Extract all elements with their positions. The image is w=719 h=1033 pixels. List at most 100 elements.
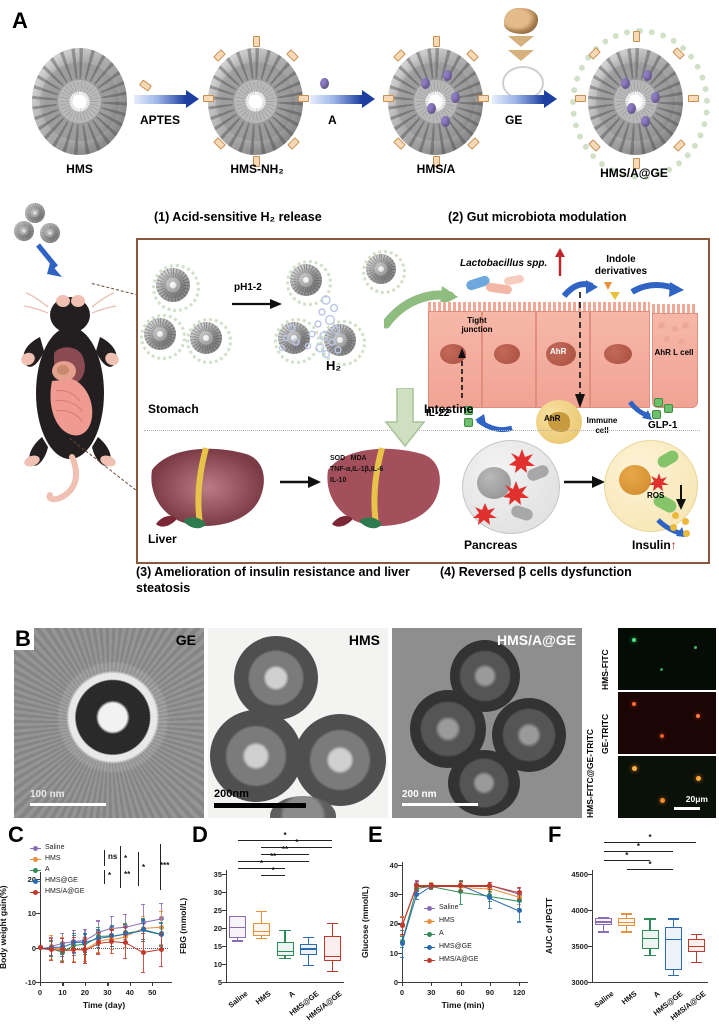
significance-bar [261,854,309,856]
systemic-arrow-icon [384,388,426,448]
whisker-lower [603,924,605,932]
error-bar-cap [517,898,522,900]
y-tick [398,952,402,954]
nanoparticle-hms-nh2 [208,48,303,155]
whisker-lower [284,955,286,959]
arrow-aptes-head [186,90,199,108]
y-tick [222,982,226,984]
y-tick-label: 10 [27,909,36,919]
panel-b-microscopy: B GE 100 nm HMS 200nm HMS/A@GE 200 nm HM… [0,622,719,820]
tem-scalebar-label-hms: 200nm [214,788,249,800]
error-bar-cap [159,965,164,967]
x-axis [402,982,528,984]
data-point [516,890,522,896]
error-bar-cap [96,920,101,922]
error-bar-cap [82,936,87,938]
error-bar-cap [159,902,164,905]
whisker-cap-lower [667,974,679,976]
significance-star: ** [270,852,277,861]
nanoparticle-hms-a [388,48,483,155]
median-line [323,955,341,958]
median-line [252,930,270,933]
legend-label: A [439,930,444,937]
whisker-cap-upper [667,918,679,920]
panel-a-synthesis-scheme: A HMS APTES HMS-NH₂ A [0,0,719,195]
error-bar-cap [82,932,87,934]
whisker-lower [649,949,651,956]
y-tick [398,894,402,896]
liver-marker-cytokines: TNF-α,IL-1β,IL-6 [330,465,384,473]
panel-a-letter: A [12,8,28,33]
stomach-label: Stomach [148,402,199,416]
whisker-cap-lower [279,958,291,960]
legend-marker [427,919,432,924]
error-bar-cap [487,888,492,891]
liver-after-icon [327,447,440,529]
y-tick [36,913,40,915]
error-bar-cap [141,916,146,918]
significance-star: * [283,831,287,840]
panel-d-letter: D [192,822,208,847]
lactobacillus-label: Lactobacillus spp. [460,258,548,269]
error-bar-cap [458,889,463,891]
legend-marker [33,857,38,862]
liver-marker-mda: MDA [350,455,367,462]
error-bar-cap [159,922,164,924]
error-bar-cap [49,937,54,939]
error-bar-cap [109,926,114,928]
error-bar-cap [159,923,164,925]
median-line [664,938,682,941]
y-tick-label: 35 [213,869,222,879]
error-bar-cap [414,889,419,891]
error-bar-cap [400,916,404,918]
y-tick [588,982,592,984]
tight-junction-label: Tight junction [461,316,493,335]
x-tick-label: 30 [103,988,112,997]
error-bar-cap [400,934,404,936]
y-tick-label: 4500 [571,869,588,879]
whisker-lower [308,954,310,965]
arrow-label-a: A [328,113,337,127]
mechanism-section-1-title: (1) Acid-sensitive H₂ release [154,210,322,224]
fluor-row-label-hms-fitc: HMS-FITC [600,649,610,690]
error-bar-cap [49,960,54,962]
x-tick [62,982,64,986]
mechanism-section-2-title: (2) Gut microbiota modulation [448,210,627,224]
data-point [140,926,146,932]
whisker-lower [331,961,333,972]
beta-cell-damaged-icon [462,440,560,534]
y-tick-label: 0 [393,978,398,987]
particle-label-hms-a-ge: HMS/A@GE [600,166,668,180]
whisker-cap-upper [690,934,703,936]
x-tick-label: 90 [485,988,494,997]
whisker-lower [626,925,628,932]
whisker-cap-lower [232,940,244,942]
error-bar-cap [96,932,101,934]
tem-image-hms: HMS 200nm [208,628,388,818]
legend-label: HMS [439,917,455,924]
significance-bar [237,840,333,842]
significance-star: ** [124,870,131,879]
fluor-image-merge: 20μm [618,756,716,818]
liver-marker-sod: SOD [330,455,346,462]
arrow-aptes [134,95,186,104]
mechanism-overview: (1) Acid-sensitive H₂ release (2) Gut mi… [0,195,719,620]
data-point [158,946,164,952]
x-tick-label: 20 [80,988,90,997]
legend-marker [427,932,432,937]
fluor-row-label-ge-tritc: GE-TRITC [600,713,610,754]
data-point [399,923,405,928]
arrow-label-ge: GE [505,113,523,127]
tem-label-hms-a-ge: HMS/A@GE [497,632,576,648]
y-tick-label: 3000 [571,978,588,987]
error-bar-cap [141,932,146,934]
significance-bar [603,851,674,853]
beta-cell-recovered-icon: ROS [604,440,698,532]
legend-marker [33,868,38,873]
ahr-lcell-label: AhR L cell [654,348,694,357]
significance-bar [237,861,309,863]
chevron-down-icon-2 [508,50,534,61]
legend-label: A [45,866,50,873]
y-tick-label: 4000 [571,905,588,915]
error-bar-cap [414,898,419,900]
